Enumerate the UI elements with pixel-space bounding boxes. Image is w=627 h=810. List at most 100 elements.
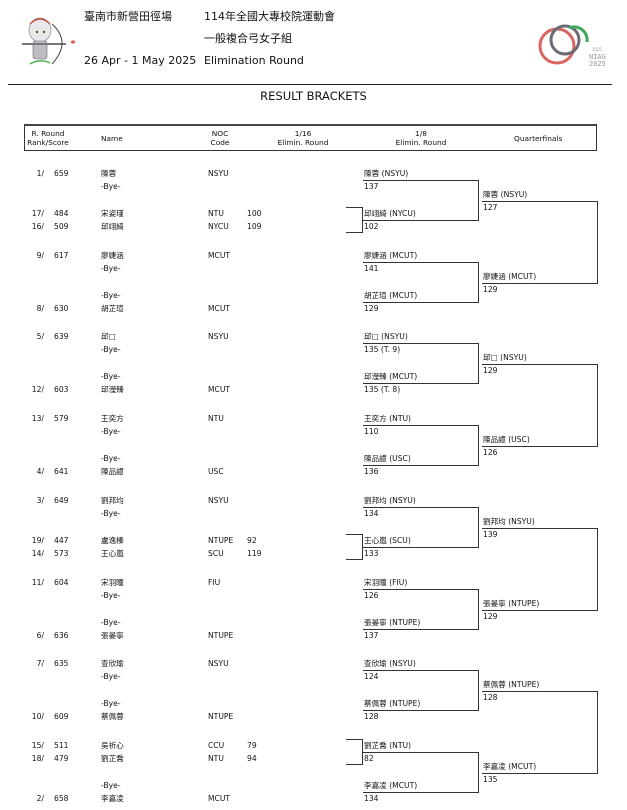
- col-r16-line2: Elimin. Round: [277, 138, 329, 147]
- qf-connector: [597, 691, 598, 774]
- qualification-score: 609: [54, 712, 69, 721]
- noc-code: MCUT: [208, 304, 231, 313]
- qualification-score: 649: [54, 496, 69, 505]
- qf-score: 135: [483, 775, 498, 784]
- bye-entry: -Bye-: [101, 591, 121, 600]
- header-divider: [8, 84, 612, 85]
- qualification-score: 603: [54, 385, 69, 394]
- r16-connector-bottom: [346, 764, 362, 765]
- rank: 7/: [36, 659, 44, 668]
- rank: 2/: [36, 794, 44, 803]
- rank: 12/: [31, 385, 44, 394]
- athlete-name: 李嘉凌: [101, 794, 124, 803]
- qualification-score: 630: [54, 304, 69, 313]
- noc-code: CCU: [208, 741, 225, 750]
- logo-small-text: 2025: [592, 47, 602, 52]
- r8-score: 141: [364, 264, 379, 273]
- rank: 11/: [31, 578, 44, 587]
- qf-athlete: 廖婕涵 (MCUT): [483, 272, 537, 281]
- athlete-name: 陳品譩: [101, 467, 124, 476]
- rank: 13/: [31, 414, 44, 423]
- r8-score: 137: [364, 182, 379, 191]
- rank: 18/: [31, 754, 44, 763]
- col-noc-line1: NOC: [211, 129, 229, 138]
- qualification-score: 604: [54, 578, 69, 587]
- r8-score: 136: [364, 467, 379, 476]
- logo-text: NIAG: [589, 53, 606, 61]
- r8-slot-line: [363, 262, 478, 263]
- athlete-name: 劉芷喬: [101, 754, 124, 763]
- athlete-name: 盧逸榛: [101, 536, 124, 545]
- r16-connector-top: [346, 739, 362, 740]
- r8-slot-line: [363, 670, 478, 671]
- bye-entry: -Bye-: [101, 182, 121, 191]
- bye-entry: -Bye-: [101, 454, 121, 463]
- r8-connector: [478, 670, 479, 711]
- qualification-score: 484: [54, 209, 69, 218]
- athlete-name: 邱□: [101, 332, 116, 341]
- r16-connector-vertical: [362, 534, 363, 560]
- qf-connector: [597, 201, 598, 284]
- qf-connector: [597, 364, 598, 447]
- r8-athlete: 李嘉凌 (MCUT): [364, 781, 418, 790]
- qf-athlete: 陳品譩 (USC): [483, 435, 530, 444]
- col-rank-line2: Rank/Score: [27, 138, 69, 147]
- r8-score: 82: [364, 754, 374, 763]
- r8-athlete: 邱瀅臻 (MCUT): [364, 372, 418, 381]
- r16-connector-top: [346, 534, 362, 535]
- r8-connector: [478, 343, 479, 384]
- section-title: RESULT BRACKETS: [260, 89, 367, 103]
- col-r16: 1/16 Elimin. Round: [271, 129, 335, 147]
- rank: 3/: [36, 496, 44, 505]
- r8-score: 124: [364, 672, 379, 681]
- r8-athlete: 張晏寧 (NTUPE): [364, 618, 421, 627]
- rank: 16/: [31, 222, 44, 231]
- r16-connector-bottom: [346, 232, 362, 233]
- r8-slot-line: [363, 343, 478, 344]
- r8-slot-line: [363, 465, 478, 466]
- r8-score: 110: [364, 427, 379, 436]
- bye-entry: -Bye-: [101, 781, 121, 790]
- r8-athlete: 邱□ (NSYU): [364, 332, 408, 341]
- noc-code: MCUT: [208, 385, 231, 394]
- r8-score: 134: [364, 794, 379, 803]
- bye-entry: -Bye-: [101, 291, 121, 300]
- r8-slot-line: [363, 383, 478, 384]
- noc-code: NYCU: [208, 222, 229, 231]
- rank: 9/: [36, 251, 44, 260]
- venue: 臺南市新營田徑場: [84, 10, 172, 23]
- rank: 4/: [36, 467, 44, 476]
- qf-score: 129: [483, 366, 498, 375]
- col-quarterfinals: Quarterfinals: [514, 134, 563, 143]
- bye-entry: -Bye-: [101, 345, 121, 354]
- athlete-name: 邱瀅臻: [101, 385, 124, 394]
- athlete-name: 張晏寧: [101, 631, 124, 640]
- r8-connector: [478, 752, 479, 793]
- qualification-score: 659: [54, 169, 69, 178]
- athlete-name: 宋姿瑾: [101, 209, 124, 218]
- r16-connector-vertical: [362, 207, 363, 233]
- qualification-score: 635: [54, 659, 69, 668]
- r8-slot-line: [363, 547, 478, 548]
- athlete-name: 邱翊綺: [101, 222, 124, 231]
- qualification-score: 617: [54, 251, 69, 260]
- r8-slot-line: [363, 752, 478, 753]
- r8-athlete: 邱翊綺 (NYCU): [364, 209, 416, 218]
- r8-athlete: 宋羽曈 (FIU): [364, 578, 408, 587]
- rank: 19/: [31, 536, 44, 545]
- r8-score: 129: [364, 304, 379, 313]
- col-noc-line2: Code: [210, 138, 230, 147]
- qualification-score: 641: [54, 467, 69, 476]
- noc-code: FIU: [208, 578, 221, 587]
- qualification-score: 447: [54, 536, 69, 545]
- r8-connector: [478, 180, 479, 221]
- bye-entry: -Bye-: [101, 618, 121, 627]
- r8-slot-line: [363, 792, 478, 793]
- logo-year: 2025: [589, 60, 606, 68]
- r8-score: 133: [364, 549, 379, 558]
- qualification-score: 579: [54, 414, 69, 423]
- rank: 6/: [36, 631, 44, 640]
- qualification-score: 509: [54, 222, 69, 231]
- r8-athlete: 王奕方 (NTU): [364, 414, 411, 423]
- qualification-score: 639: [54, 332, 69, 341]
